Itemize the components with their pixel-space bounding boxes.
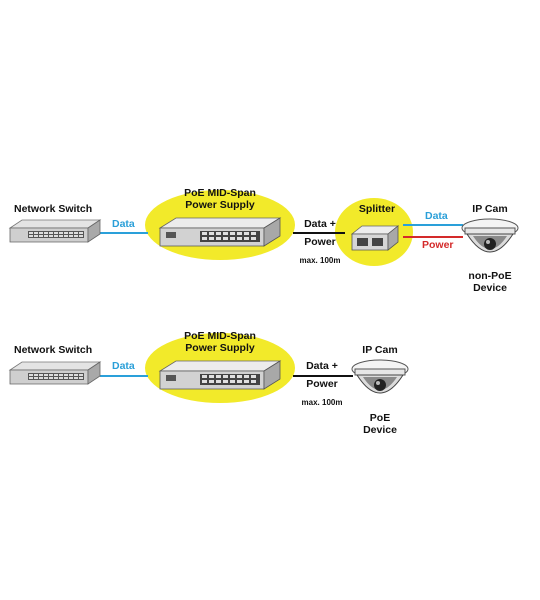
network-switch-icon bbox=[8, 361, 102, 385]
network-switch-label: Network Switch bbox=[14, 203, 93, 215]
midspan-title-line2: Power Supply bbox=[185, 199, 255, 211]
data-plus-label: Data + bbox=[304, 218, 336, 230]
power-label-cam-link: Power bbox=[422, 239, 454, 251]
splitter-icon bbox=[350, 225, 400, 251]
midspan-title-line1: PoE MID-Span bbox=[184, 187, 256, 199]
device-type-line1: non-PoE bbox=[468, 270, 512, 282]
midspan-title-line1: PoE MID-Span bbox=[184, 330, 256, 342]
network-switch-label: Network Switch bbox=[14, 344, 93, 356]
ipcam-label: IP Cam bbox=[362, 344, 398, 356]
splitter-label: Splitter bbox=[358, 203, 396, 215]
network-switch-icon bbox=[8, 219, 102, 243]
device-type-line2: Device bbox=[363, 424, 397, 436]
ipcam-label: IP Cam bbox=[472, 203, 508, 215]
data-plus-label: Data + bbox=[306, 360, 338, 372]
poe-midspan-icon bbox=[158, 217, 282, 247]
device-type-line1: PoE bbox=[369, 412, 391, 424]
dome-camera-icon bbox=[351, 359, 409, 394]
data-line-switch-to-midspan bbox=[100, 232, 148, 234]
cable-midspan-to-cam bbox=[293, 375, 353, 377]
distance-label: max. 100m bbox=[299, 256, 341, 265]
data-line-switch-to-midspan bbox=[100, 375, 148, 377]
data-label-cam-link: Data bbox=[425, 210, 448, 222]
power-label: Power bbox=[304, 236, 336, 248]
power-line-splitter-to-cam bbox=[403, 236, 463, 238]
dome-camera-icon bbox=[461, 218, 519, 253]
data-label-switch-link: Data bbox=[112, 360, 135, 372]
distance-label: max. 100m bbox=[301, 398, 343, 407]
data-line-splitter-to-cam bbox=[403, 224, 463, 226]
power-label: Power bbox=[306, 378, 338, 390]
cable-midspan-to-splitter bbox=[293, 232, 345, 234]
data-label-switch-link: Data bbox=[112, 218, 135, 230]
poe-midspan-icon bbox=[158, 360, 282, 390]
device-type-line2: Device bbox=[473, 282, 507, 294]
midspan-title-line2: Power Supply bbox=[185, 342, 255, 354]
